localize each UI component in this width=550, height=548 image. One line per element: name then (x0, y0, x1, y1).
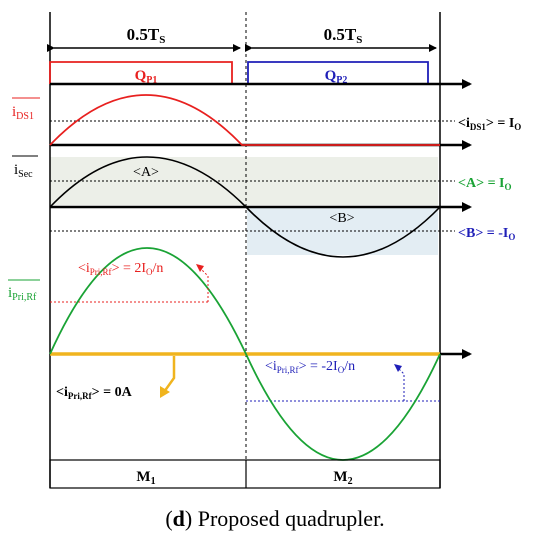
caption-tag: d (172, 506, 185, 531)
caption-text: Proposed quadrupler. (192, 506, 385, 531)
svg-text:iPri,Rf: iPri,Rf (8, 285, 37, 303)
figure-caption: (d) Proposed quadrupler. (165, 506, 385, 531)
mode-m1-label: M1 (136, 469, 155, 487)
qp1-label: QP1 (135, 68, 158, 86)
ipri-neg-avg-label: <iPri,Rf> = -2IO/n (265, 359, 355, 375)
half-period-right-label: 0.5TS (324, 25, 363, 46)
ipri-label: iPri,Rf (8, 279, 40, 303)
area-b-label: <B> (329, 211, 354, 226)
ipri-neg-leader (395, 365, 405, 401)
ipri-pos-leader-head (196, 264, 204, 272)
svg-text:iDS1: iDS1 (12, 104, 34, 122)
qp1-pulse (49, 61, 233, 84)
ids1-avg-label: <iDS1> = IO (458, 116, 521, 132)
b-avg-label: <B> = -IO (458, 226, 515, 242)
ids1-waveform (49, 94, 440, 146)
ipri-neg-leader-head (394, 364, 402, 372)
qp2-pulse (247, 61, 429, 84)
a-avg-label: <A> = IO (458, 176, 512, 192)
isec-waveform (49, 156, 441, 258)
half-period-left-label: 0.5TS (127, 25, 166, 46)
mode-m2-label: M2 (333, 469, 352, 487)
ipri-zero-arrow (162, 356, 176, 393)
ipri-waveform (49, 247, 441, 461)
mode-table (49, 459, 441, 489)
isec-label: iSec (12, 155, 38, 180)
ipri-pos-avg-label: <iPri,Rf> = 2IO/n (78, 261, 163, 277)
ipri-zero-arrow-head (160, 386, 170, 398)
svg-text:iSec: iSec (14, 162, 33, 180)
qp2-label: QP2 (325, 68, 348, 86)
ipri-pos-leader (197, 265, 209, 302)
ids1-label: iDS1 (12, 97, 40, 122)
area-a-label: <A> (133, 165, 159, 180)
ipri-zero-avg-label: <iPri,Rf> = 0A (56, 385, 133, 401)
